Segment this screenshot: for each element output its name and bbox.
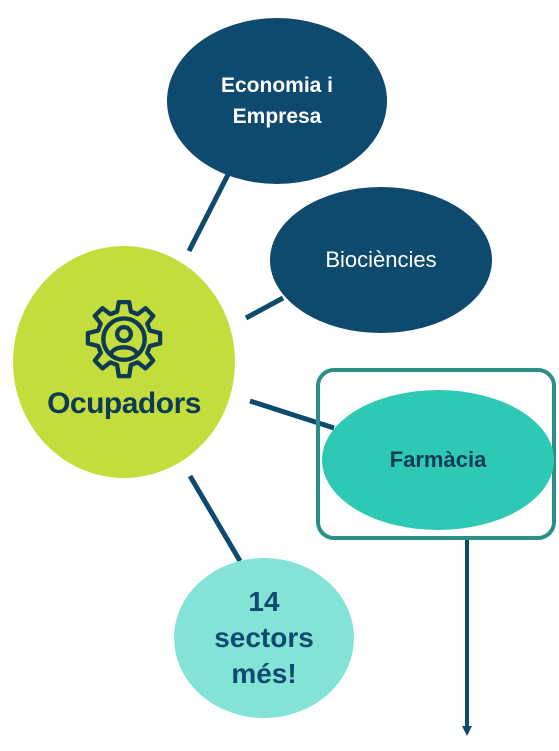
farmacia-highlight-frame	[316, 368, 556, 540]
node-farmacia: Farmàcia	[322, 390, 554, 530]
node-biociencies: Biociències	[270, 187, 492, 333]
node-biociencies-label: Biociències	[325, 247, 437, 272]
connector-biociencies	[244, 295, 285, 321]
node-farmacia-label: Farmàcia	[389, 447, 487, 472]
node-ocupadors: Ocupadors	[13, 246, 235, 478]
connector-farmacia	[249, 398, 335, 431]
node-sectors: 14 sectors més!	[174, 558, 354, 718]
connector-sectors	[187, 474, 243, 563]
gear-person-icon	[85, 300, 163, 379]
node-ocupadors-label: Ocupadors	[47, 387, 201, 420]
node-economia: Economia i Empresa	[167, 18, 387, 184]
node-economia-label: Economia i Empresa	[220, 73, 334, 129]
node-sectors-label: 14 sectors més!	[214, 586, 314, 689]
